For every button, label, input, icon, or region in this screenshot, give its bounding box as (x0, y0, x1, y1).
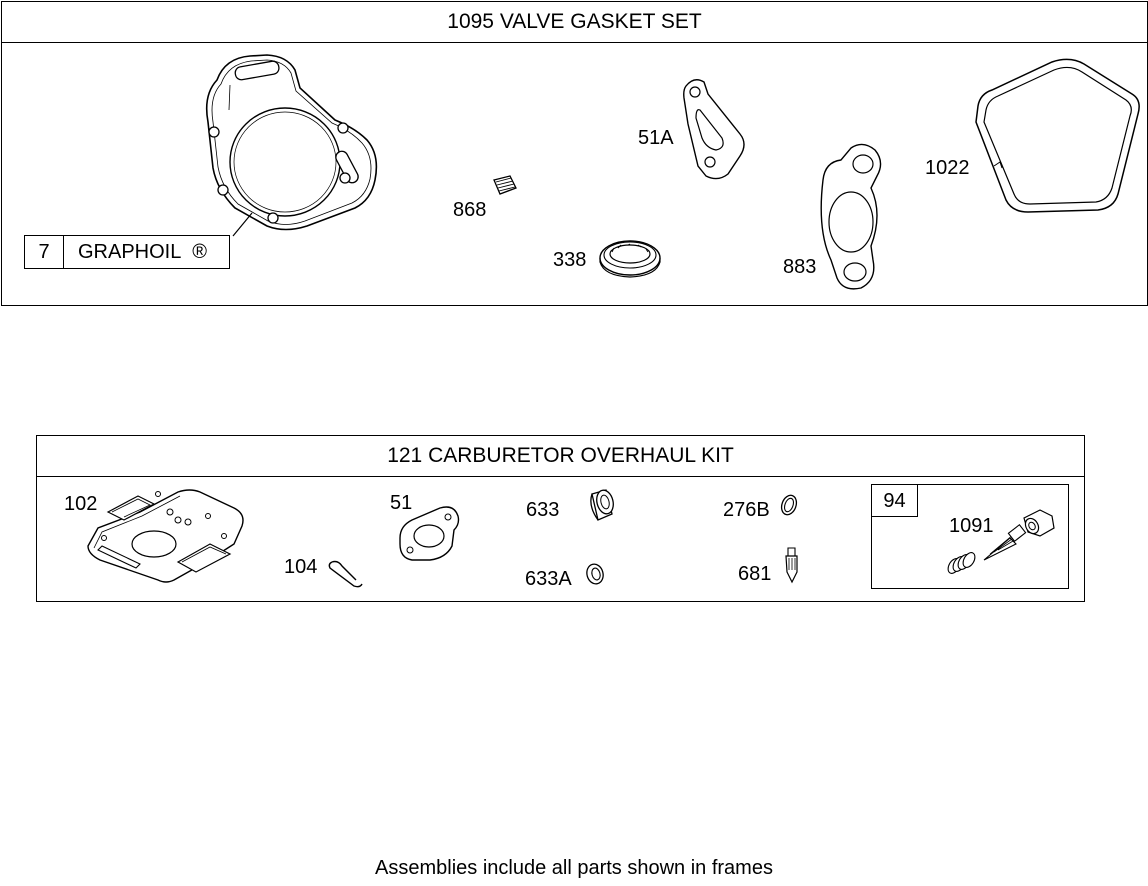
valve-seal-icon[interactable] (490, 174, 520, 200)
part-51-label: 51 (390, 492, 413, 514)
head-gasket-leader-line (230, 212, 254, 238)
sub-assembly-94-frame: 94 (871, 484, 1069, 589)
graphoil-label: GRAPHOIL (78, 241, 181, 263)
oil-seal-icon[interactable] (598, 236, 662, 280)
graphoil-ref-number: 7 (25, 236, 64, 268)
sub-assembly-94-tag: 94 (872, 485, 918, 517)
part-1022-label: 1022 (925, 157, 970, 179)
part-883-label: 883 (783, 256, 817, 278)
cylinder-head-gasket-icon[interactable] (195, 50, 385, 240)
part-102-label: 102 (64, 493, 98, 515)
graphoil-note-box: 7 GRAPHOIL ® (24, 235, 230, 269)
washer-633a-icon[interactable] (584, 562, 606, 586)
part-633a-label: 633A (525, 568, 572, 590)
valve-gasket-set-frame: 1095 VALVE GASKET SET (1, 1, 1148, 306)
part-338-label: 338 (553, 249, 587, 271)
bushing-633-icon[interactable] (586, 488, 616, 522)
part-1091-label: 1091 (949, 515, 994, 537)
assemblies-footer-note: Assemblies include all parts shown in fr… (375, 857, 773, 879)
part-51a-label: 51A (638, 127, 674, 149)
part-681-label: 681 (738, 563, 772, 585)
exhaust-gasket-51a-icon[interactable] (678, 76, 750, 180)
carb-gasket-plate-icon[interactable] (84, 486, 250, 586)
valve-gasket-set-title: 1095 VALVE GASKET SET (2, 2, 1147, 43)
o-ring-276b-icon[interactable] (778, 493, 800, 517)
intake-gasket-883-icon[interactable] (815, 140, 887, 292)
registered-mark: ® (192, 241, 207, 263)
part-276b-label: 276B (723, 499, 770, 521)
clip-icon[interactable] (326, 558, 366, 590)
carburetor-kit-title: 121 CARBURETOR OVERHAUL KIT (37, 436, 1084, 477)
rocker-cover-gasket-icon[interactable] (972, 58, 1142, 218)
mixture-screw-assembly-icon[interactable] (944, 504, 1060, 578)
inlet-needle-icon[interactable] (784, 546, 800, 584)
part-868-label: 868 (453, 199, 487, 221)
part-104-label: 104 (284, 556, 318, 578)
part-633-label: 633 (526, 499, 560, 521)
carb-gasket-51-icon[interactable] (396, 504, 462, 562)
